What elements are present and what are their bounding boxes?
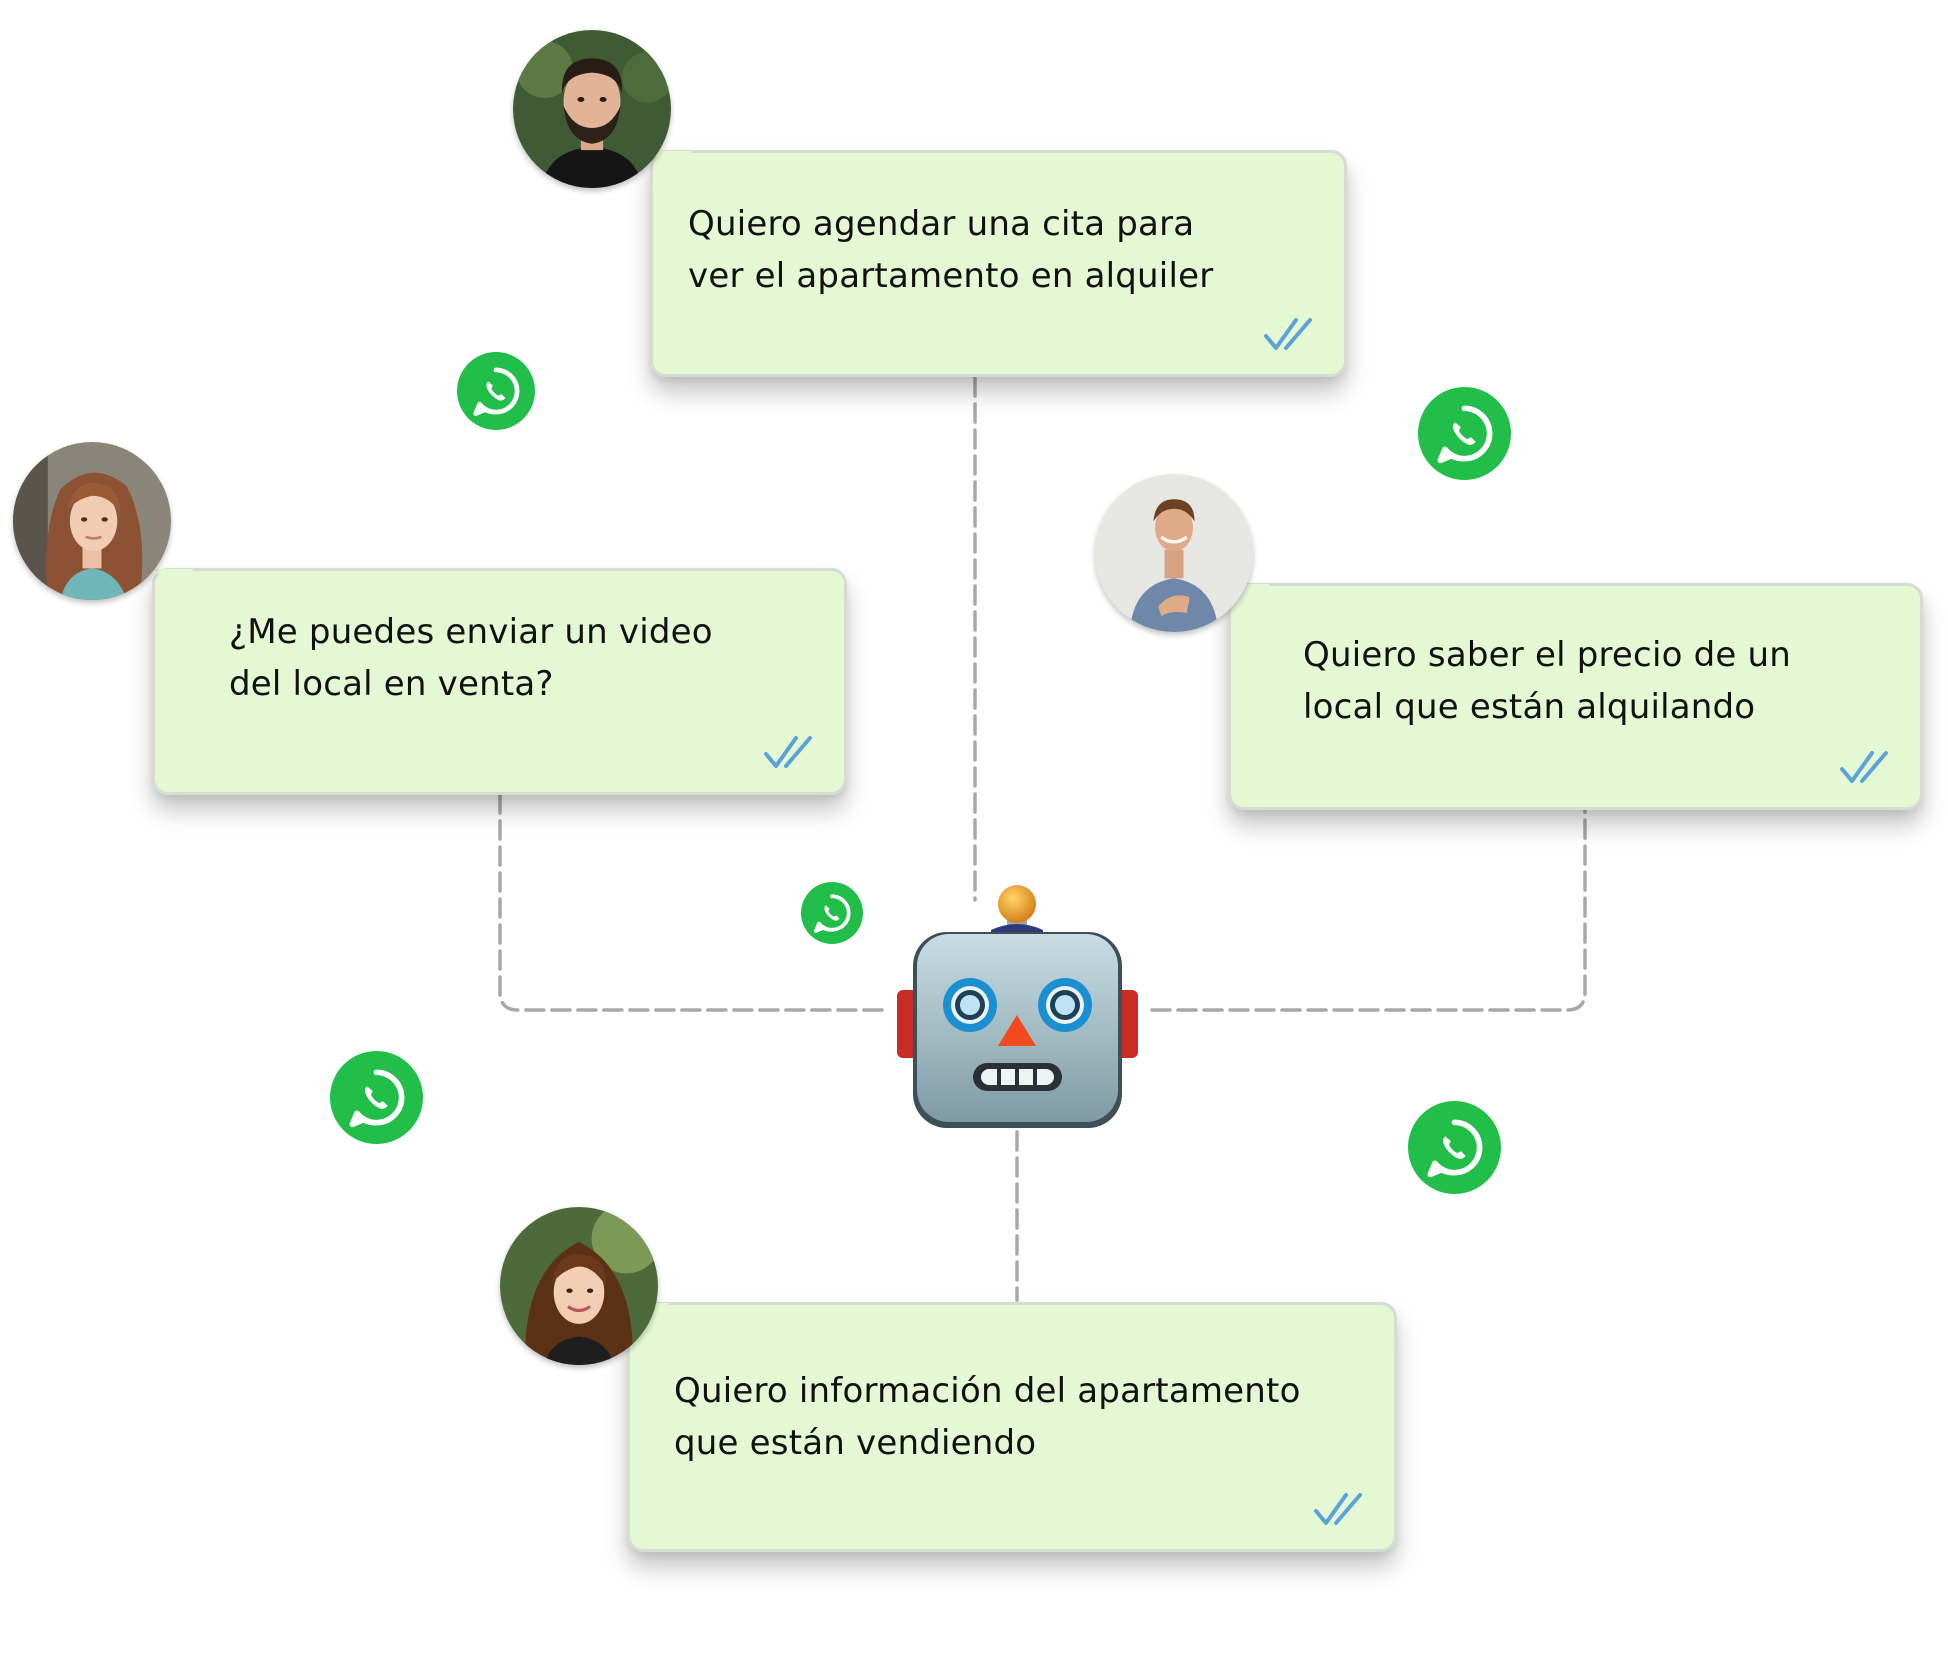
whatsapp-icon <box>1418 387 1511 480</box>
double-check-icon <box>764 736 812 768</box>
connector-right <box>1150 808 1587 1012</box>
bubble-tail <box>651 151 691 191</box>
message-text: Quiero saber el precio de un local que e… <box>1303 635 1792 727</box>
avatar <box>513 30 671 188</box>
whatsapp-icon <box>457 352 535 430</box>
whatsapp-icon <box>801 882 863 944</box>
connector-left <box>498 793 890 1012</box>
chat-bubble-bottom: Quiero información del apartamento que e… <box>627 1302 1397 1552</box>
avatar-woman-brown-hair <box>500 1207 658 1365</box>
robot-icon <box>895 880 1140 1130</box>
avatar <box>13 442 171 600</box>
message-text: ¿Me puedes enviar un video del local en … <box>229 612 713 704</box>
chat-bubble-right: Quiero saber el precio de un local que e… <box>1228 583 1923 810</box>
double-check-icon <box>1840 751 1888 783</box>
bubble-tail <box>153 569 193 609</box>
avatar-woman-red-hair <box>13 442 171 600</box>
chat-bubble-top: Quiero agendar una cita para ver el apar… <box>650 150 1347 377</box>
message-text: Quiero agendar una cita para ver el apar… <box>688 204 1214 296</box>
double-check-icon <box>1264 318 1312 350</box>
chat-bubble-left: ¿Me puedes enviar un video del local en … <box>152 568 847 795</box>
avatar-man-smiling <box>1095 474 1253 632</box>
avatar <box>500 1207 658 1365</box>
whatsapp-icon <box>1408 1101 1501 1194</box>
avatar-man-beard <box>513 30 671 188</box>
message-text: Quiero información del apartamento que e… <box>674 1371 1301 1463</box>
whatsapp-icon <box>330 1051 423 1144</box>
avatar <box>1095 474 1253 632</box>
double-check-icon <box>1314 1493 1362 1525</box>
